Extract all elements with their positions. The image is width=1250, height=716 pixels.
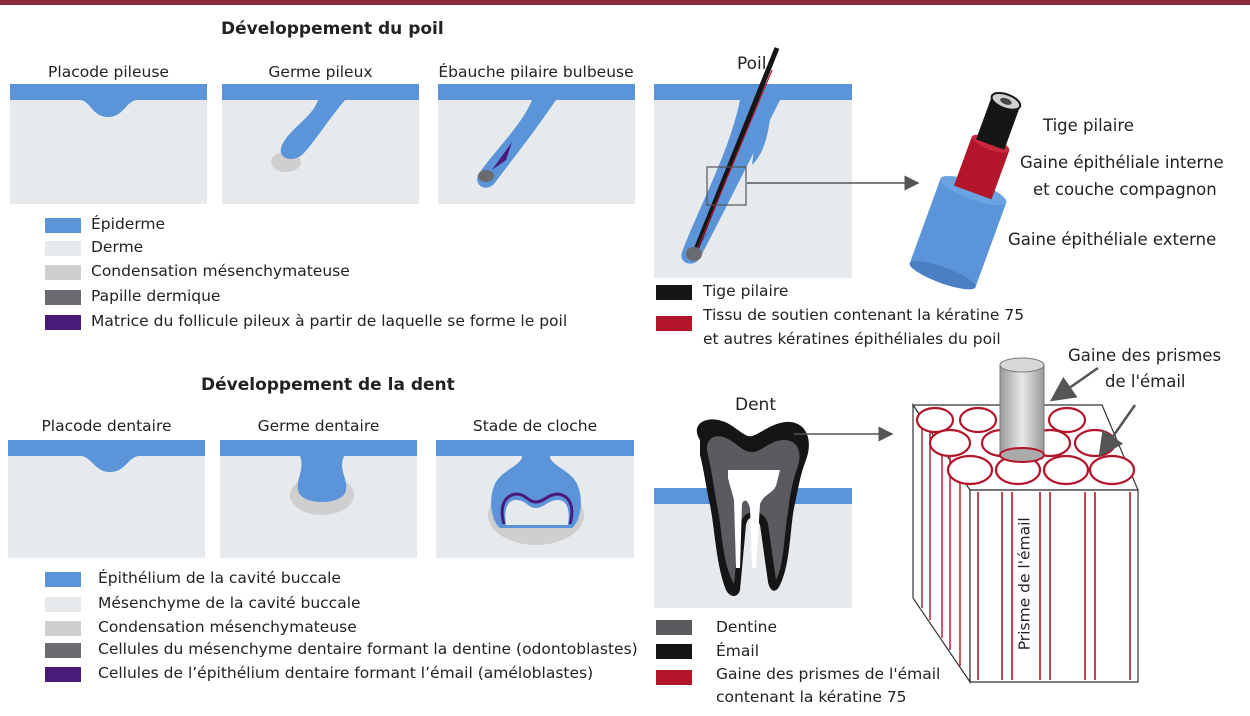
zoom-label-shaft: Tige pilaire xyxy=(1043,116,1134,135)
legend-swatch-papilla xyxy=(45,290,81,305)
legend-epithelium: Épithélium de la cavité buccale xyxy=(98,569,341,587)
legend-swatch-shaft xyxy=(656,285,692,300)
panel-tooth-bell xyxy=(436,440,634,558)
panel-tooth-germ xyxy=(220,440,417,558)
tooth-dent-label: Dent xyxy=(735,395,776,415)
legend-swatch-ameloblasts xyxy=(45,667,81,682)
legend-enamel: Émail xyxy=(716,642,760,660)
prism-label: Prisme de l'émail xyxy=(1015,517,1034,651)
tooth-stage-3-label: Stade de cloche xyxy=(472,417,598,435)
legend-swatch-mesenchyme xyxy=(45,597,81,612)
legend-support-tissue-1: Tissu de soutien contenant la kératine 7… xyxy=(703,306,1025,324)
hair-section-title: Développement du poil xyxy=(221,19,444,39)
legend-swatch-derm xyxy=(45,241,81,256)
tooth-section-title: Développement de la dent xyxy=(201,375,455,395)
legend-swatch-dentine xyxy=(656,620,692,635)
legend-matrix: Matrice du follicule pileux à partir de … xyxy=(91,312,568,330)
legend-swatch-condensation xyxy=(45,265,81,280)
legend-odontoblasts: Cellules du mésenchyme dentaire formant … xyxy=(98,640,638,658)
zoom-label-outer-sheath: Gaine épithéliale externe xyxy=(1008,230,1217,249)
legend-papilla: Papille dermique xyxy=(91,287,221,305)
legend-prism-sheath-2: contenant la kératine 75 xyxy=(716,688,907,706)
panel-tooth-full xyxy=(654,419,894,608)
zoom-label-inner-sheath-1: Gaine épithéliale interne xyxy=(1020,153,1224,172)
hair-stage-3-label: Ébauche pilaire bulbeuse xyxy=(438,63,634,81)
tooth-stage-1-label: Placode dentaire xyxy=(41,417,172,435)
top-frame-bar xyxy=(0,0,1250,5)
legend-condensation: Condensation mésenchymateuse xyxy=(91,262,350,280)
hair-zoom-cylinder xyxy=(909,91,1022,290)
legend-swatch-epiderm xyxy=(45,218,81,233)
legend-derm: Derme xyxy=(91,238,144,256)
legend-swatch-enamel xyxy=(656,644,692,659)
panel-tooth-placode xyxy=(8,440,205,558)
panel-hair-germ xyxy=(222,84,419,204)
hair-poil-label: Poil xyxy=(737,54,767,74)
hair-stage-1-label: Placode pileuse xyxy=(48,63,169,81)
enamel-prism-block xyxy=(911,357,1139,684)
legend-shaft: Tige pilaire xyxy=(703,282,789,300)
legend-swatch-matrix xyxy=(45,315,81,330)
legend-swatch-epithelium xyxy=(45,572,81,587)
legend-dentine: Dentine xyxy=(716,618,778,636)
legend-mesenchyme: Mésenchyme de la cavité buccale xyxy=(98,594,361,612)
legend-epiderm: Épiderme xyxy=(91,215,166,233)
legend-swatch-support-tissue xyxy=(656,316,692,331)
prism-sheath-label-2: de l'émail xyxy=(1105,372,1186,391)
legend-tooth-condensation: Condensation mésenchymateuse xyxy=(98,618,357,636)
legend-ameloblasts: Cellules de l’épithélium dentaire forman… xyxy=(98,664,594,682)
legend-swatch-odontoblasts xyxy=(45,643,81,658)
panel-hair-bulb xyxy=(438,84,635,204)
panel-hair-full xyxy=(654,47,920,278)
legend-swatch-tooth-condensation xyxy=(45,621,81,636)
tooth-stage-2-label: Germe dentaire xyxy=(257,417,380,435)
zoom-label-inner-sheath-2: et couche compagnon xyxy=(1033,180,1217,199)
legend-swatch-prism-sheath xyxy=(656,670,692,685)
hair-stage-2-label: Germe pileux xyxy=(268,63,373,81)
prism-sheath-label-1: Gaine des prismes xyxy=(1068,346,1222,365)
legend-prism-sheath-1: Gaine des prismes de l'émail xyxy=(716,665,941,683)
panel-hair-placode xyxy=(10,84,207,204)
legend-support-tissue-2: et autres kératines épithéliales du poil xyxy=(703,330,1001,348)
